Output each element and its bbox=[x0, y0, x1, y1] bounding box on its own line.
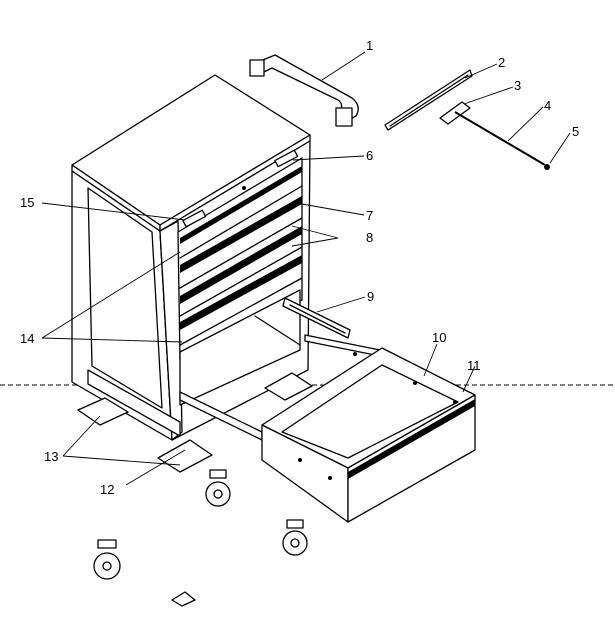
drawer-rivet-2 bbox=[413, 381, 417, 385]
open-bay bbox=[179, 289, 301, 406]
callout-13: 13 bbox=[44, 449, 58, 464]
leader-lines bbox=[41, 51, 571, 486]
lock-rod bbox=[454, 111, 546, 166]
drawer-divider-4 bbox=[179, 277, 303, 346]
callout-11: 11 bbox=[467, 358, 481, 373]
drawer-slide bbox=[282, 297, 351, 339]
drawer-inner bbox=[281, 364, 459, 459]
caster-plate-rear bbox=[264, 372, 313, 401]
callout-5: 5 bbox=[572, 124, 579, 139]
lock-hole bbox=[242, 186, 246, 190]
drawer-divider-1 bbox=[179, 185, 303, 259]
drawer-side-panel bbox=[347, 394, 476, 523]
drawer-pull-4 bbox=[180, 255, 302, 330]
label-plate-15 bbox=[182, 209, 207, 228]
callout-2: 2 bbox=[498, 55, 505, 70]
label-plate-6 bbox=[274, 149, 299, 168]
callout-10: 10 bbox=[432, 330, 446, 345]
drawer-pull-1 bbox=[180, 166, 302, 244]
left-side-opening bbox=[87, 187, 163, 409]
caster-4-fragment bbox=[171, 591, 196, 607]
drawer-rivet-4 bbox=[298, 458, 302, 462]
drawer-divider-2 bbox=[179, 217, 303, 289]
rail-groove bbox=[389, 74, 469, 127]
callout-1: 1 bbox=[366, 38, 373, 53]
caster-1 bbox=[205, 469, 231, 507]
handle-bracket-left bbox=[249, 59, 265, 77]
drawer-rivet-1 bbox=[353, 352, 357, 356]
callout-7: 7 bbox=[366, 208, 373, 223]
lock-bar-assembly bbox=[439, 101, 550, 170]
caster-2 bbox=[282, 519, 308, 556]
slide-rail bbox=[384, 69, 473, 131]
callout-3: 3 bbox=[514, 78, 521, 93]
callout-9: 9 bbox=[367, 289, 374, 304]
callout-12: 12 bbox=[100, 482, 114, 497]
drawer-divider-3 bbox=[179, 246, 303, 317]
drawer-rivet-3 bbox=[453, 400, 457, 404]
callout-15: 15 bbox=[20, 195, 34, 210]
front-left-post bbox=[159, 220, 183, 441]
callout-14: 14 bbox=[20, 331, 34, 346]
caster-3 bbox=[93, 539, 121, 580]
callout-6: 6 bbox=[366, 148, 373, 163]
caster-plate-right bbox=[157, 439, 213, 473]
caster-plate-left bbox=[77, 397, 129, 426]
callout-4: 4 bbox=[544, 98, 551, 113]
drawer-side-slide-right bbox=[304, 334, 381, 357]
handle-bracket-right bbox=[335, 107, 353, 127]
drawer-liner-strip bbox=[348, 399, 475, 479]
callout-8: 8 bbox=[366, 230, 373, 245]
bottom-rail bbox=[87, 369, 181, 437]
drawer-fronts bbox=[179, 166, 303, 406]
pulled-drawer bbox=[179, 334, 476, 523]
drawer-rivet-5 bbox=[328, 476, 332, 480]
bay-floor bbox=[254, 315, 301, 346]
cart-handle bbox=[249, 54, 359, 127]
lock-rod-end bbox=[544, 164, 550, 170]
slide-inner bbox=[289, 304, 346, 334]
drawer-pull-3 bbox=[180, 226, 302, 304]
drawer-pull-2 bbox=[180, 196, 302, 273]
